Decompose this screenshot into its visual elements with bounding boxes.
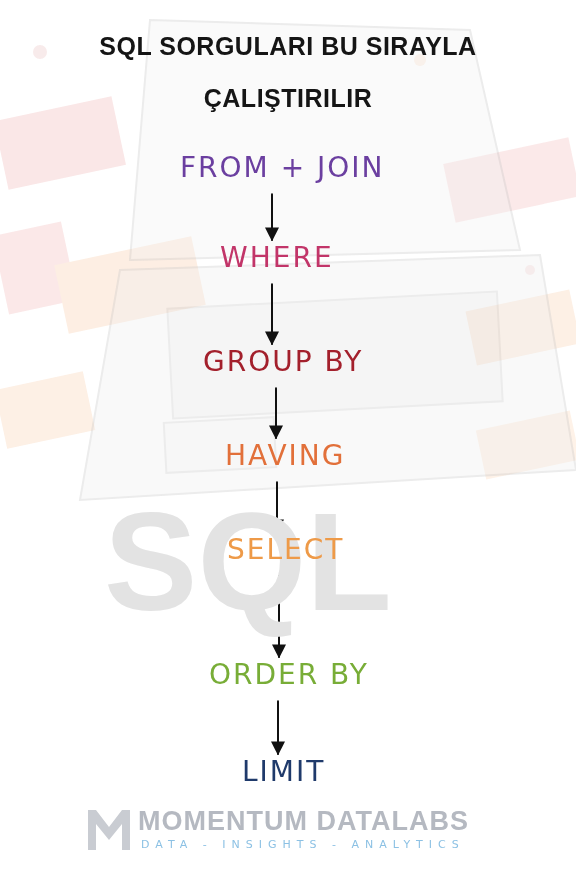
step-label: WHERE bbox=[212, 238, 342, 278]
logo-mark bbox=[88, 810, 130, 850]
step-text: SELECT bbox=[227, 534, 344, 566]
step-label: LIMIT bbox=[234, 752, 333, 792]
flow-arrow bbox=[271, 284, 273, 344]
step-text: WHERE bbox=[220, 242, 334, 274]
step-label: HAVING bbox=[217, 436, 353, 476]
step-text: LIMIT bbox=[242, 756, 325, 788]
step-label: FROM + JOIN bbox=[172, 148, 393, 188]
flow-arrow bbox=[277, 701, 279, 754]
brand-name: MOMENTUM DATALABS bbox=[138, 806, 469, 837]
flow-arrow bbox=[275, 388, 277, 438]
step-label: ORDER BY bbox=[201, 655, 377, 695]
brand-tagline: DATA - INSIGHTS - ANALYTICS bbox=[141, 838, 465, 851]
step-label: GROUP BY bbox=[195, 342, 371, 382]
step-text: GROUP BY bbox=[203, 346, 363, 378]
flow-arrow bbox=[271, 194, 273, 240]
title: SQL SORGULARI BU SIRAYLA ÇALIŞTIRILIR bbox=[88, 20, 488, 124]
step-text: ORDER BY bbox=[209, 659, 369, 691]
step-text: HAVING bbox=[225, 440, 345, 472]
step-text: FROM + JOIN bbox=[180, 152, 385, 184]
step-label: SELECT bbox=[219, 530, 352, 570]
